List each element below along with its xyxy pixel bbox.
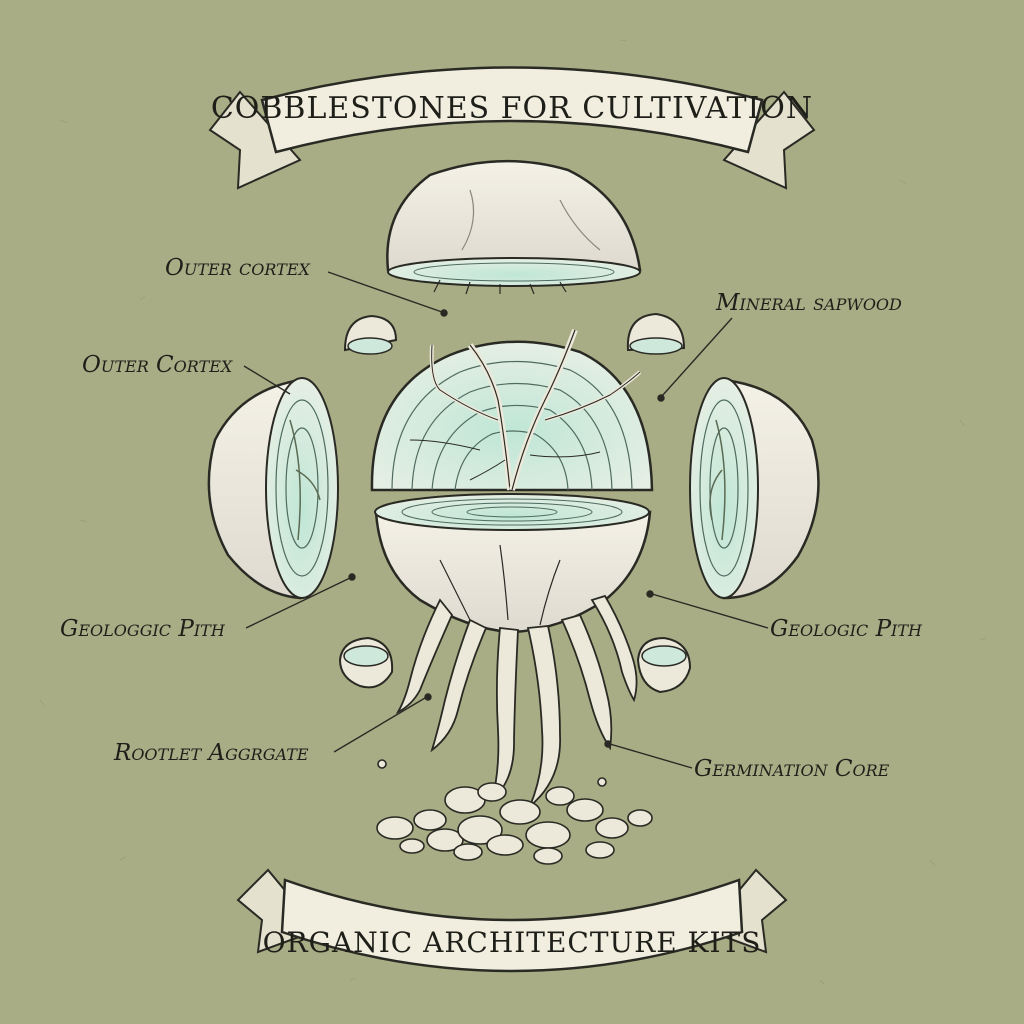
leader-lines xyxy=(243,271,769,769)
banner-bottom: ORGANIC ARCHITECTURE KITS xyxy=(236,868,788,973)
pebble-pile xyxy=(376,759,653,865)
banner-top: COBBLESTONES FOR CULTIVATION xyxy=(208,66,816,190)
label-germination-core: Germination Core xyxy=(694,756,890,782)
label-rootlet-aggregate: Rootlet Aggrgate xyxy=(113,740,309,766)
central-upper-dome xyxy=(370,328,654,492)
label-geologic-pith-right: Geolοgic Pith xyxy=(770,616,923,642)
banner-bottom-text: ORGANIC ARCHITECTURE KITS xyxy=(263,926,762,959)
label-mineral-sapwood: Mineral sapwood xyxy=(715,290,902,316)
paper-texture xyxy=(39,39,987,985)
left-half-stone xyxy=(207,377,339,600)
small-pebbles xyxy=(338,312,692,694)
central-lower-bowl xyxy=(374,493,652,807)
label-outer-cortex-top: Outer cortex xyxy=(165,255,311,281)
banner-top-text: COBBLESTONES FOR CULTIVATION xyxy=(211,91,813,126)
label-outer-cortex-left: Outer Cortex xyxy=(82,352,233,378)
right-half-stone xyxy=(689,377,820,600)
label-geologgic-pith: Geologgic Pith xyxy=(60,616,226,642)
top-cap-stone xyxy=(386,159,642,295)
